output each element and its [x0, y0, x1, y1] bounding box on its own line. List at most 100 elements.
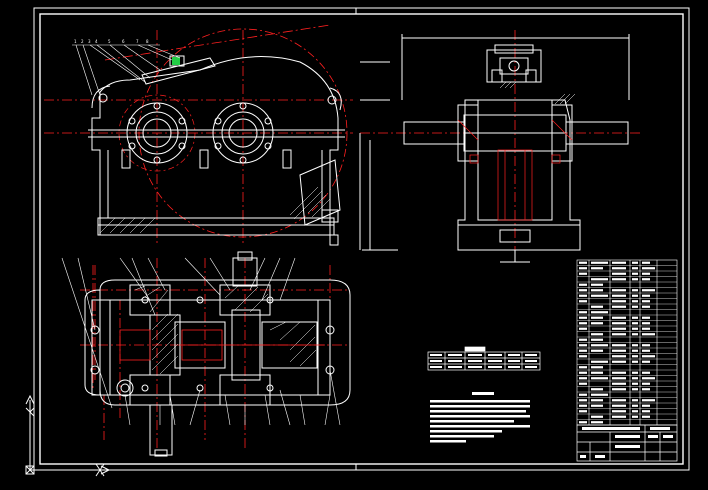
bom-cell-text [579, 366, 587, 369]
vent-plug-icon [172, 57, 180, 65]
bom-cell-text [579, 393, 587, 396]
bom-cell-text [632, 377, 638, 380]
bom-cell-text [632, 399, 638, 402]
ucs-axis-icon[interactable] [25, 394, 111, 477]
technical-notes [430, 392, 530, 443]
bom-cell-text [642, 355, 655, 358]
svg-text:5: 5 [108, 39, 111, 44]
bom-cell-text [591, 261, 608, 264]
bom-cell-text [642, 261, 650, 264]
bom-cell-text [591, 267, 603, 270]
svg-text:1: 1 [74, 39, 77, 44]
bom-cell-text [612, 278, 626, 281]
bom-cell-text [612, 344, 626, 347]
bom-cell-text [612, 305, 626, 308]
bom-cell-text [579, 283, 587, 286]
bom-cell-text [642, 382, 650, 385]
bom-cell-text [642, 377, 655, 380]
svg-text:8: 8 [146, 39, 149, 44]
bom-cell-text [642, 410, 650, 413]
bom-cell-text [591, 311, 608, 314]
leaders-top-section [61, 257, 341, 426]
bom-cell-text [612, 316, 626, 319]
bom-cell-text [612, 382, 626, 385]
bom-cell-text [642, 305, 650, 308]
bom-cell-text [579, 261, 587, 264]
bom-cell-text [591, 294, 608, 297]
front-view [88, 55, 345, 246]
bom-cell-text [632, 316, 638, 319]
bom-cell-text [591, 283, 603, 286]
technical-table-text [430, 354, 537, 368]
bom-cell-text [579, 421, 587, 424]
top-section-hatch [134, 285, 317, 375]
bom-cell-text [579, 371, 587, 374]
bom-cell-text [591, 404, 603, 407]
bom-cell-text [579, 344, 587, 347]
title-block-text [580, 427, 673, 458]
bom-cell-text [612, 399, 626, 402]
bom-cell-text [579, 294, 587, 297]
bom-cell-text [632, 382, 638, 385]
bom-cell-text [632, 333, 638, 336]
bom-cell-text [642, 289, 655, 292]
bom-cell-text [591, 366, 603, 369]
bom-cell-text [579, 267, 587, 270]
bom-cell-text [632, 360, 638, 363]
bom-cell-text [612, 294, 626, 297]
drawing-frame [33, 7, 690, 471]
bom-cell-text [591, 393, 608, 396]
bom-cell-text [591, 421, 603, 424]
bom-cell-text [591, 316, 603, 319]
bom-cell-text [612, 333, 626, 336]
gear-pitch-circle [138, 28, 348, 238]
side-view-hatch [499, 81, 576, 105]
svg-text:4: 4 [95, 39, 98, 44]
bom-cell-text [579, 349, 587, 352]
bom-cell-text [642, 272, 650, 275]
bom-cell-text [591, 388, 603, 391]
bom-cell-text [591, 415, 603, 418]
bom-cell-text [612, 360, 626, 363]
bom-cell-text [612, 410, 626, 413]
bom-cell-text [579, 311, 587, 314]
bom-cell-text [632, 349, 638, 352]
svg-text:3: 3 [88, 39, 91, 44]
bom-cell-text [579, 289, 587, 292]
bom-cell-text [642, 399, 655, 402]
bom-cell-text [612, 322, 626, 325]
bom-cell-text [642, 316, 650, 319]
bom-cell-text [642, 333, 655, 336]
bom-cell-text [642, 267, 655, 270]
bom-cell-text [632, 267, 638, 270]
bom-cell-text [632, 410, 638, 413]
bom-cell-text [612, 388, 626, 391]
bom-cell-text [579, 300, 587, 303]
bom-cell-text [579, 316, 587, 319]
bom-cell-text [642, 349, 650, 352]
bom-cell-text [591, 338, 603, 341]
bom-cell-text [591, 399, 603, 402]
bom-cell-text [591, 289, 603, 292]
bom-cell-text [642, 327, 650, 330]
bom-cell-text [642, 415, 650, 418]
svg-text:2: 2 [81, 39, 84, 44]
bom-cell-text [579, 399, 587, 402]
bom-rows [577, 261, 677, 424]
bom-cell-text [642, 371, 650, 374]
bom-cell-text [591, 278, 608, 281]
bom-cell-text [612, 349, 626, 352]
bom-cell-text [642, 404, 650, 407]
bom-cell-text [612, 327, 626, 330]
bom-cell-text [591, 377, 608, 380]
bom-cell-text [591, 360, 608, 363]
bom-cell-text [632, 289, 638, 292]
bom-cell-text [579, 382, 587, 385]
bom-cell-text [612, 415, 626, 418]
bom-cell-text [632, 294, 638, 297]
bom-cell-text [612, 377, 626, 380]
bom-cell-text [632, 261, 638, 264]
bom-cell-text [612, 371, 626, 374]
bom-cell-text [632, 355, 638, 358]
